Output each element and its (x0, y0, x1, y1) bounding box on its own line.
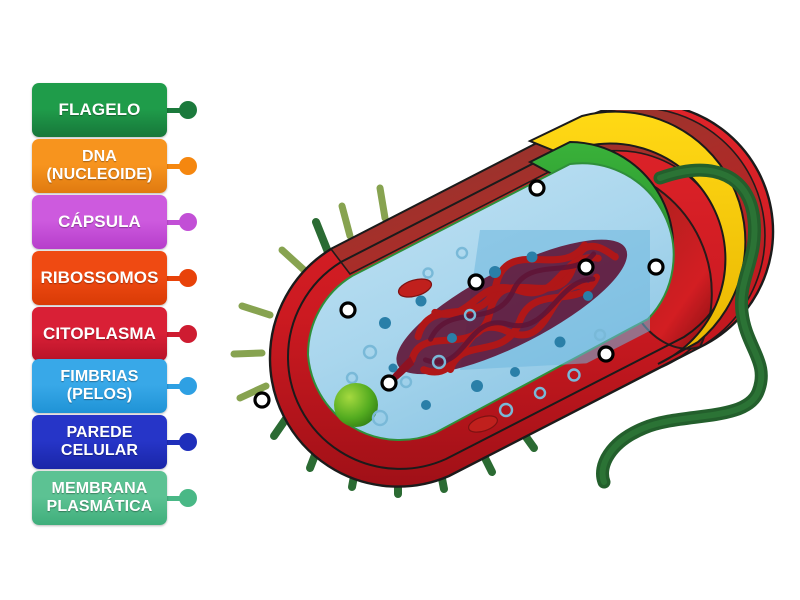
connector-capsula (165, 213, 197, 231)
connector-knob-flagelo[interactable] (179, 101, 197, 119)
marker-fimbriae[interactable] (253, 391, 271, 409)
marker-dots (253, 179, 665, 409)
marker-ribosomes[interactable] (339, 301, 357, 319)
marker-cytoplasm[interactable] (380, 374, 398, 392)
marker-cell-wall[interactable] (528, 179, 546, 197)
connector-knob-citoplasma[interactable] (179, 325, 197, 343)
connector-flagelo (165, 101, 197, 119)
flagellum[interactable] (596, 163, 768, 489)
connector-stem-fimbrias-pelos (165, 383, 181, 389)
marker-capsule[interactable] (647, 258, 665, 276)
bacterial-cell-illustration (230, 110, 800, 510)
marker-plasma-membrane[interactable] (577, 258, 595, 276)
connector-stem-ribossomos (165, 275, 181, 281)
connector-membrana-plasmatica (165, 489, 197, 507)
label-row-capsula[interactable]: CÁPSULA (32, 195, 197, 249)
connector-dna-nucleoide (165, 157, 197, 175)
connector-knob-ribossomos[interactable] (179, 269, 197, 287)
connector-knob-dna-nucleoide[interactable] (179, 157, 197, 175)
label-row-fimbrias-pelos[interactable]: FIMBRIAS(PELOS) (32, 359, 197, 413)
connector-parede-celular (165, 433, 197, 451)
label-text-dna-nucleoide: DNA(NUCLEOIDE) (46, 148, 153, 183)
marker-flagellum[interactable] (597, 345, 615, 363)
connector-stem-dna-nucleoide (165, 163, 181, 169)
connector-stem-membrana-plasmatica (165, 495, 181, 501)
marker-nucleoid[interactable] (467, 273, 485, 291)
ribosomes[interactable] (345, 246, 607, 418)
label-list: FLAGELO DNA(NUCLEOIDE) CÁPSULA (0, 0, 230, 600)
label-text-fimbrias-pelos: FIMBRIAS(PELOS) (60, 368, 139, 403)
label-box-ribossomos[interactable]: RIBOSSOMOS (32, 251, 167, 305)
connector-knob-membrana-plasmatica[interactable] (179, 489, 197, 507)
label-box-dna-nucleoide[interactable]: DNA(NUCLEOIDE) (32, 139, 167, 193)
connector-fimbrias-pelos (165, 377, 197, 395)
label-row-flagelo[interactable]: FLAGELO (32, 83, 197, 137)
label-text-capsula: CÁPSULA (58, 212, 141, 232)
granule[interactable] (334, 383, 389, 427)
label-text-citoplasma: CITOPLASMA (42, 324, 157, 344)
connector-ribossomos (165, 269, 197, 287)
connector-stem-citoplasma (165, 331, 181, 337)
label-box-flagelo[interactable]: FLAGELO (32, 83, 167, 137)
label-row-citoplasma[interactable]: CITOPLASMA (32, 307, 197, 361)
label-row-dna-nucleoide[interactable]: DNA(NUCLEOIDE) (32, 139, 197, 193)
label-box-citoplasma[interactable]: CITOPLASMA (32, 307, 167, 361)
label-box-fimbrias-pelos[interactable]: FIMBRIAS(PELOS) (32, 359, 167, 413)
connector-knob-capsula[interactable] (179, 213, 197, 231)
connector-knob-parede-celular[interactable] (179, 433, 197, 451)
connector-knob-fimbrias-pelos[interactable] (179, 377, 197, 395)
connector-stem-flagelo (165, 107, 181, 113)
label-text-ribossomos: RIBOSSOMOS (40, 268, 159, 288)
connector-stem-parede-celular (165, 439, 181, 445)
connector-stem-capsula (165, 219, 181, 225)
label-text-flagelo: FLAGELO (58, 100, 141, 120)
label-row-ribossomos[interactable]: RIBOSSOMOS (32, 251, 197, 305)
label-box-capsula[interactable]: CÁPSULA (32, 195, 167, 249)
plasmids[interactable] (396, 276, 499, 436)
connector-citoplasma (165, 325, 197, 343)
